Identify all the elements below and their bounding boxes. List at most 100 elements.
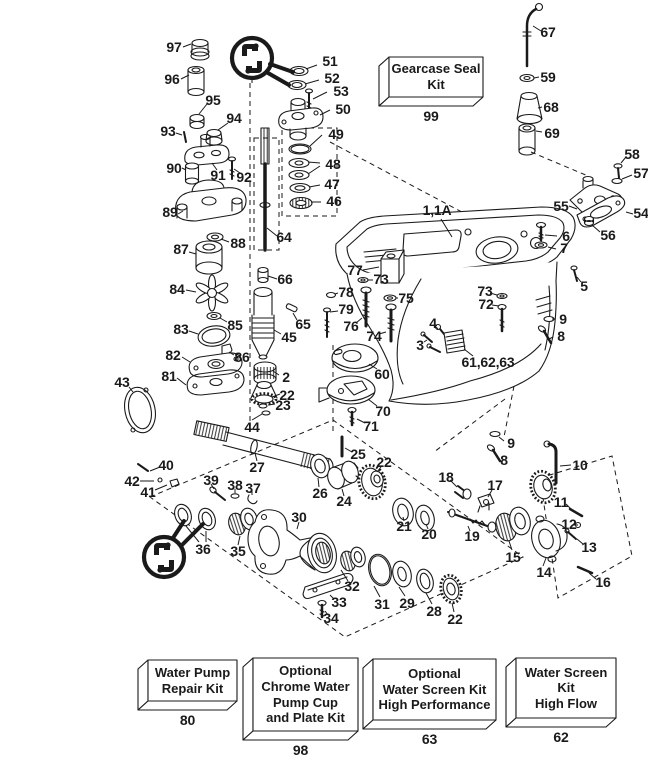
part-label-53: 53: [333, 83, 349, 99]
part-label-13: 13: [581, 539, 597, 555]
part-34-screw: [317, 599, 327, 619]
reverse-gear: [529, 469, 557, 505]
part-label-1-1A: 1,1A: [422, 202, 452, 218]
part-label-3: 3: [416, 337, 424, 353]
part-22-forward-gear: [357, 463, 387, 501]
part-label-42: 42: [124, 473, 140, 489]
part-30-gearcase-head: [247, 509, 337, 575]
part-87-cup: [195, 240, 223, 275]
part-label-61-62-63: 61,62,63: [461, 354, 515, 370]
part-label-74: 74: [366, 328, 382, 344]
part-label-82: 82: [165, 347, 181, 363]
kit-box-water-screen-kit-high-flow: [505, 657, 617, 728]
leader-lines: [128, 25, 634, 616]
part-label-56: 56: [600, 227, 616, 243]
part-29-washer: [392, 560, 412, 588]
part-label-55: 55: [553, 198, 569, 214]
part-64-driveshaft: [259, 127, 271, 252]
bearing-housing-parts: [174, 503, 463, 619]
part-label-78: 78: [338, 284, 354, 300]
part-label-57: 57: [633, 165, 648, 181]
part-88-gasket: [206, 232, 224, 242]
part-8-bolt-lower: [486, 444, 502, 463]
part-93-pin: [183, 131, 187, 143]
part-7-washer: [534, 241, 548, 249]
kit-box-water-pump-repair-kit: [137, 659, 238, 711]
kit-number-80: 80: [179, 712, 196, 728]
part-31-oring: [368, 553, 392, 587]
part-23-washer: [258, 403, 268, 409]
part-label-45: 45: [281, 329, 297, 345]
part-label-86: 86: [234, 349, 250, 365]
part-label-29: 29: [399, 595, 415, 611]
part-77-anode: [380, 249, 405, 284]
part-9-washer-lower: [489, 430, 501, 438]
part-11-pin: [568, 507, 584, 518]
part-46-bearing: [289, 196, 313, 210]
part-label-37: 37: [245, 480, 261, 496]
part-label-2: 2: [282, 369, 290, 385]
part-32-bearing: [340, 546, 366, 572]
part-42-screw: [157, 477, 163, 483]
part-label-83: 83: [173, 321, 189, 337]
part-22-pinion-gear: [250, 380, 278, 406]
part-label-15: 15: [505, 549, 521, 565]
part-24-clutch-dog: [327, 460, 361, 490]
part-65-pin: [285, 303, 298, 313]
part-label-60: 60: [374, 366, 390, 382]
part-label-21: 21: [396, 518, 412, 534]
part-90-cylinder: [184, 162, 200, 185]
part-label-19: 19: [464, 528, 480, 544]
part-label-47: 47: [324, 176, 340, 192]
part-60-plate: [331, 343, 379, 373]
part-74-bolt: [385, 303, 397, 343]
part-14-carrier: [531, 515, 568, 563]
part-45-driveshaft-lower: [251, 286, 275, 360]
part-58-screw: [613, 163, 623, 179]
part-label-91: 91: [210, 167, 226, 183]
part-label-20: 20: [421, 526, 437, 542]
part-76-bolt: [360, 286, 372, 328]
part-label-85: 85: [227, 317, 243, 333]
part-label-9: 9: [507, 435, 515, 451]
part-66-sleeve: [257, 266, 269, 284]
part-57-washer: [611, 177, 623, 185]
part-label-94: 94: [226, 110, 242, 126]
kit-number-62: 62: [553, 729, 569, 745]
kit-number-99: 99: [423, 108, 439, 124]
part-label-51: 51: [322, 53, 338, 69]
part-67-shift-rod: [522, 2, 544, 68]
part-3-screws: [420, 331, 441, 353]
part-95-spacer: [189, 113, 205, 130]
part-37-clip: [247, 494, 258, 505]
upper-bearing-housing-parts: [278, 65, 324, 210]
part-label-26: 26: [312, 485, 328, 501]
part-6-bolt: [535, 221, 547, 242]
part-label-31: 31: [374, 596, 390, 612]
kit-number-98: 98: [292, 742, 309, 758]
part-label-87: 87: [173, 241, 189, 257]
part-71-bolt: [347, 406, 357, 427]
part-label-76: 76: [343, 318, 359, 334]
kit-boxes: [137, 56, 617, 741]
part-label-70: 70: [375, 403, 391, 419]
part-49-oring: [288, 143, 312, 155]
part-label-32: 32: [344, 578, 360, 594]
part-label-64: 64: [276, 229, 292, 245]
part-label-8: 8: [500, 452, 508, 468]
part-85-key: [206, 311, 222, 321]
part-label-58: 58: [624, 146, 640, 162]
part-label-48: 48: [325, 156, 341, 172]
part-label-14: 14: [536, 564, 552, 580]
part-19-shift-rod-assy: [447, 508, 497, 533]
part-8-bolt-upper: [537, 325, 553, 345]
kit-number-63: 63: [421, 731, 438, 747]
part-22-bearing-lower: [439, 573, 463, 605]
part-label-23: 23: [275, 397, 291, 413]
part-label-92: 92: [236, 169, 252, 185]
